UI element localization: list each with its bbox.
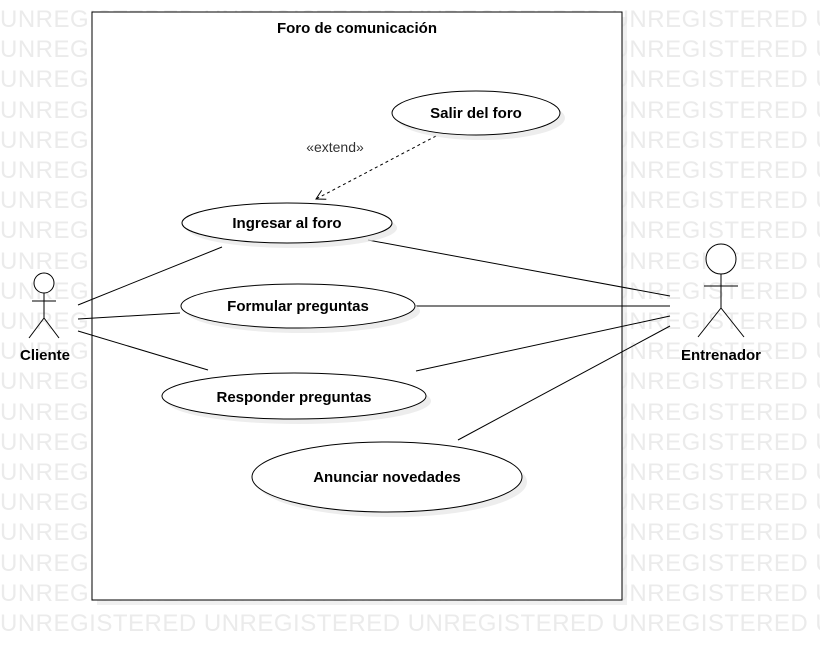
assoc-entrenador-anunciar (457, 325, 671, 441)
associations (77, 239, 671, 441)
use-case-salir-label: Salir del foro (430, 105, 522, 122)
use-case-responder[interactable]: Responder preguntas (161, 372, 431, 424)
assoc-entrenador-ingresar (367, 239, 671, 297)
assoc-cliente-responder (77, 330, 209, 371)
system-title: Foro de comunicación (277, 20, 437, 37)
watermark-line: UNREGISTERED UNREGISTERED UNREGISTERED U… (0, 610, 820, 637)
assoc-cliente-formular (77, 312, 181, 320)
use-case-anunciar[interactable]: Anunciar novedades (251, 441, 527, 517)
use-case-formular[interactable]: Formular preguntas (180, 283, 420, 333)
actor-entrenador-label: Entrenador (681, 347, 761, 364)
use-case-responder-label: Responder preguntas (216, 389, 371, 406)
assoc-cliente-ingresar (77, 246, 223, 306)
use-case-anunciar-label: Anunciar novedades (313, 469, 461, 486)
actor-cliente-head-icon (33, 272, 55, 294)
extend-relationship: «extend» (306, 135, 437, 200)
use-case-salir[interactable]: Salir del foro (391, 90, 565, 140)
actor-entrenador[interactable]: Entrenador (681, 243, 761, 364)
actor-entrenador-head-icon (705, 243, 737, 275)
assoc-entrenador-responder (415, 315, 671, 372)
actor-cliente[interactable]: Cliente (20, 272, 70, 364)
use-case-ingresar[interactable]: Ingresar al foro (181, 202, 397, 248)
use-case-ingresar-label: Ingresar al foro (232, 215, 341, 232)
extend-label: «extend» (306, 139, 364, 155)
actor-cliente-label: Cliente (20, 347, 70, 364)
use-case-formular-label: Formular preguntas (227, 298, 369, 315)
